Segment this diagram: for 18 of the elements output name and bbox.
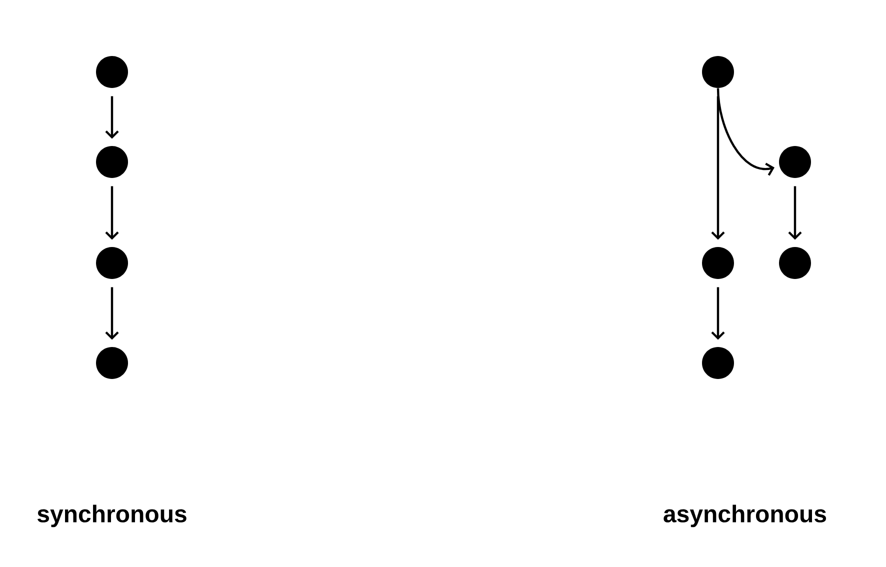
caption-label: synchronous <box>38 504 186 528</box>
node-circle <box>96 146 128 178</box>
caption-label: asynchronous <box>664 504 826 528</box>
arrow <box>716 88 775 176</box>
arrow <box>105 186 119 240</box>
node-circle <box>96 347 128 379</box>
node-circle <box>96 247 128 279</box>
arrow <box>711 96 725 240</box>
node-circle <box>779 146 811 178</box>
arrow <box>105 96 119 139</box>
arrow <box>105 287 119 340</box>
node-circle <box>702 347 734 379</box>
arrow <box>711 287 725 340</box>
node-circle <box>702 247 734 279</box>
node-circle <box>702 56 734 88</box>
node-circle <box>96 56 128 88</box>
node-circle <box>779 247 811 279</box>
arrow <box>788 186 802 240</box>
